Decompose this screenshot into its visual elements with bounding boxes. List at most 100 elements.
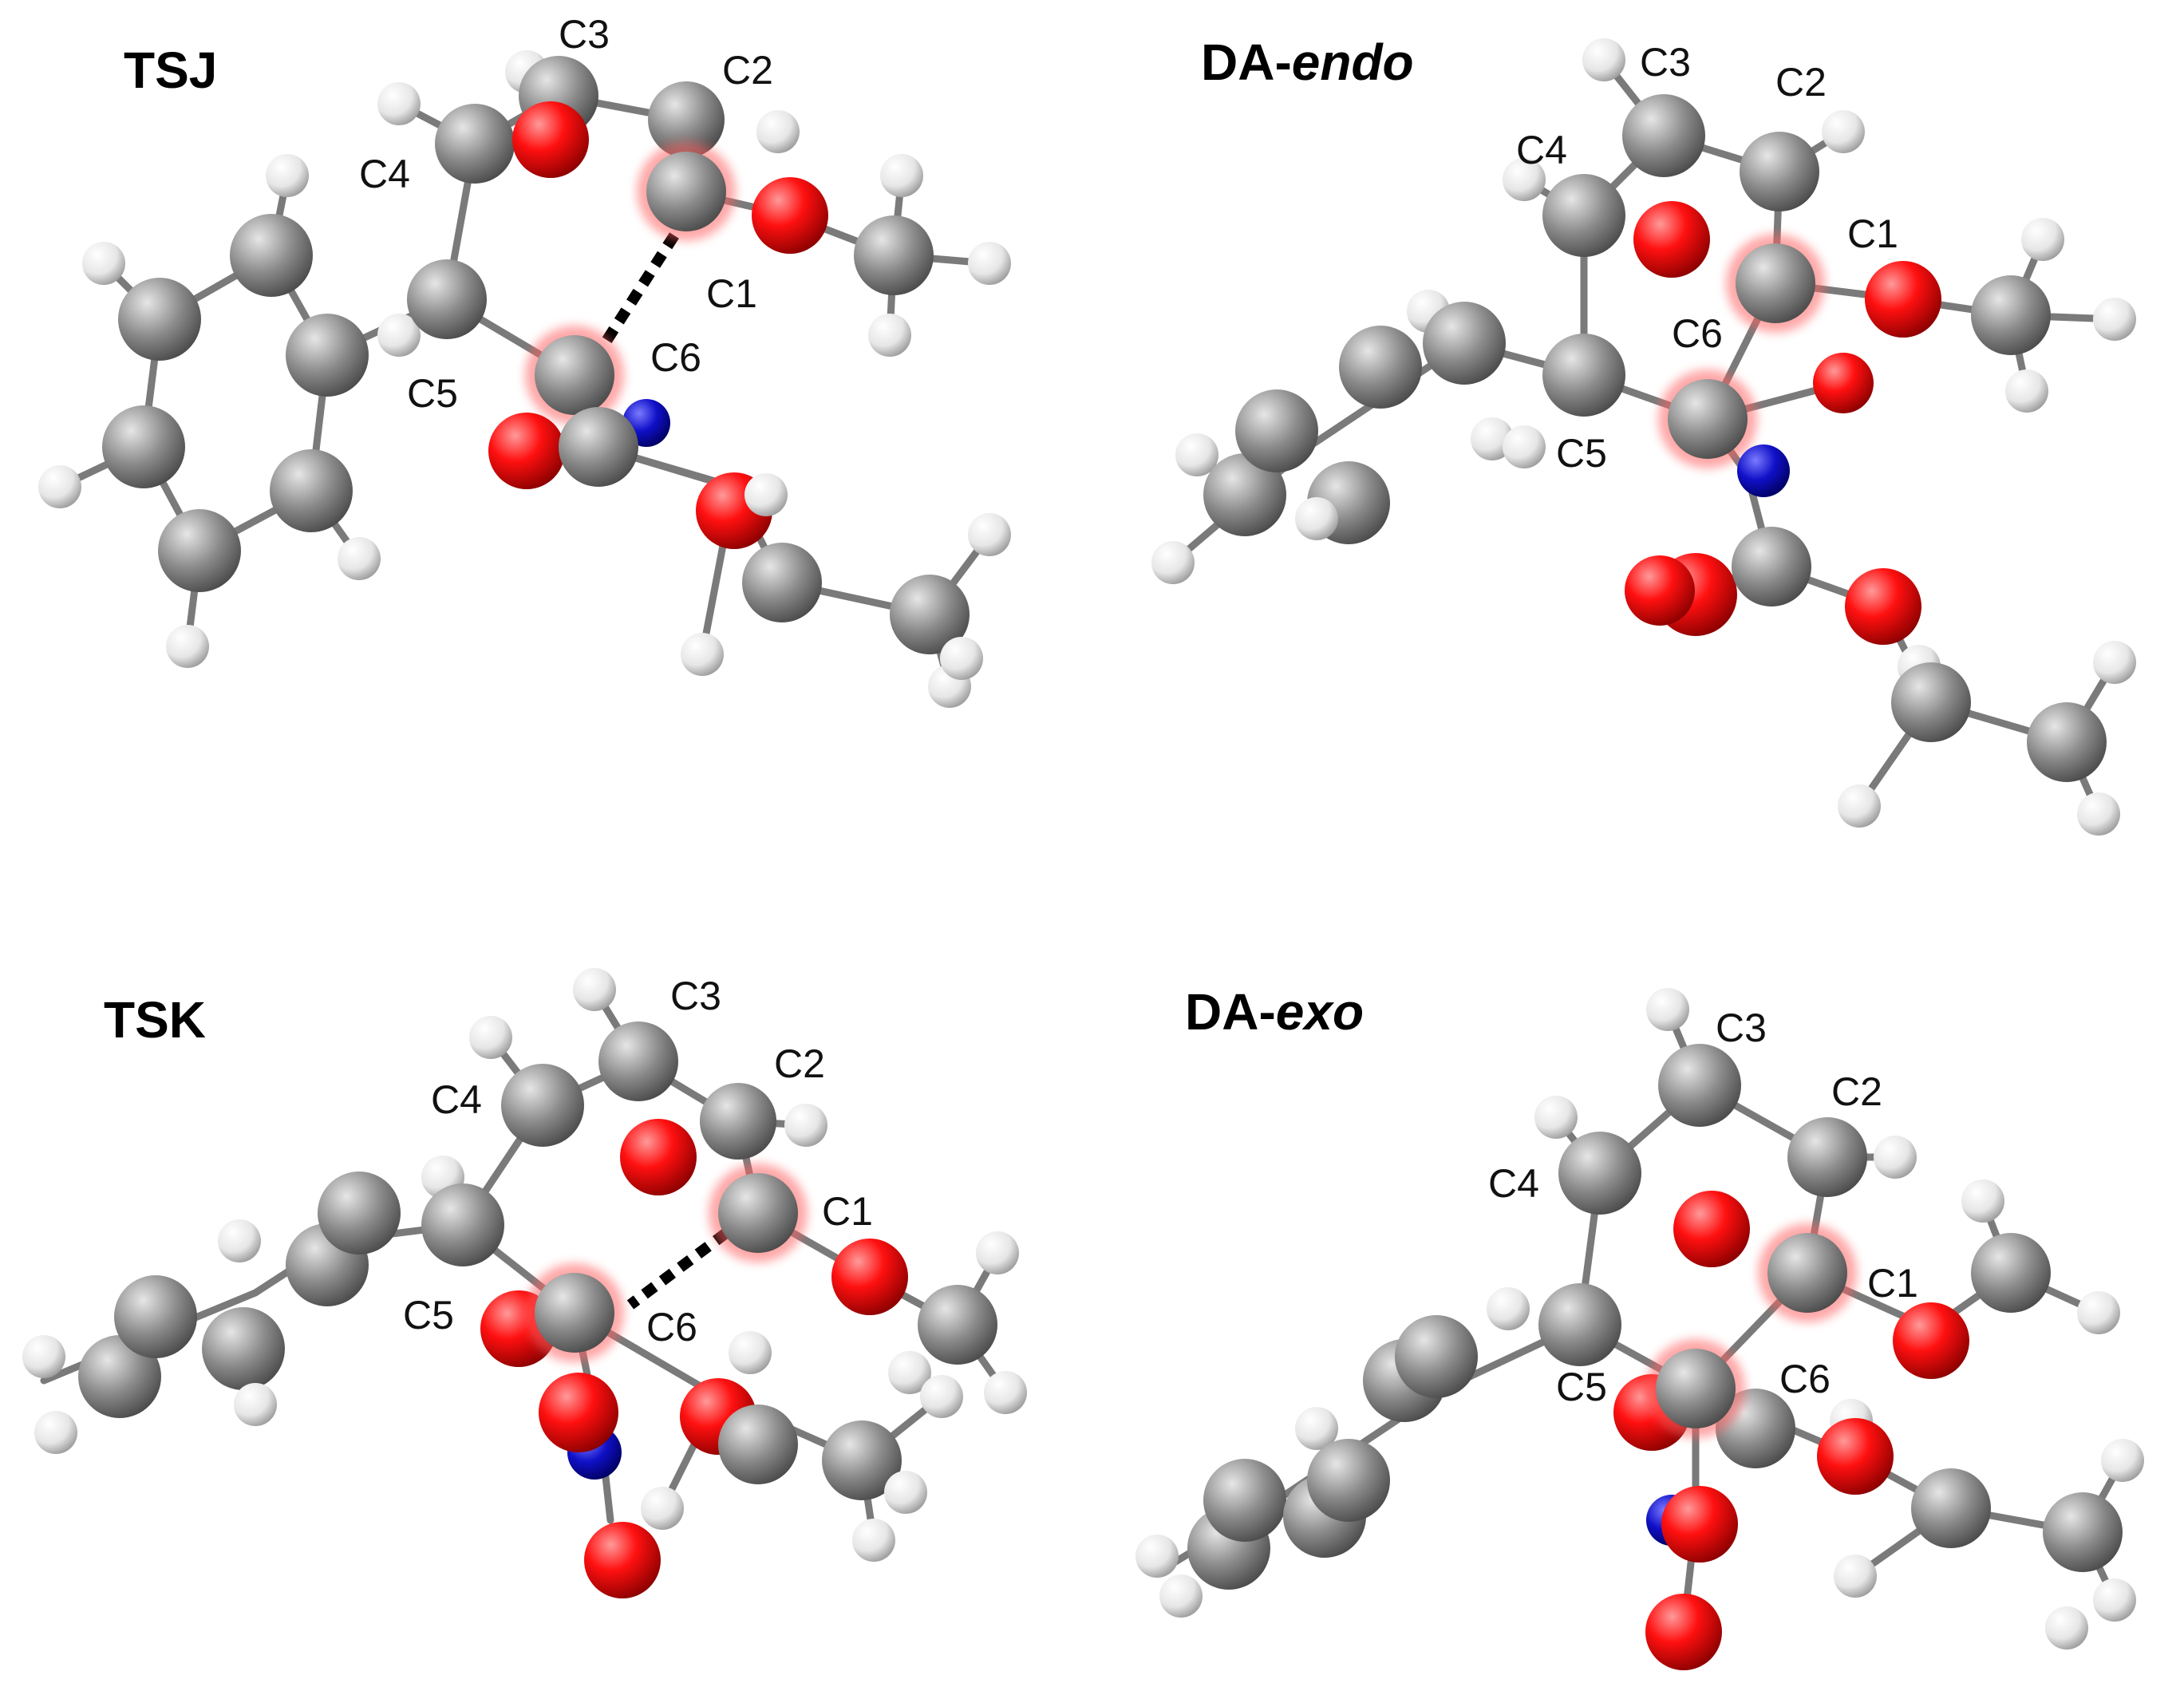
- panel-title-tsk: TSK: [104, 991, 206, 1049]
- hydrogen-atom: [38, 465, 81, 508]
- hydrogen-atom: [2093, 1578, 2136, 1622]
- carbon-atom: [158, 509, 241, 592]
- label-c2: C2: [1775, 60, 1827, 105]
- label-c2: C2: [1831, 1069, 1882, 1114]
- label-c3: C3: [1640, 40, 1691, 85]
- hydrogen-atom: [2005, 369, 2048, 413]
- forming-bond-tsj: [598, 232, 679, 350]
- hydrogen-atom: [234, 1383, 277, 1426]
- carbon-atom-c2: [700, 1083, 776, 1160]
- carbon-atom-c5: [421, 1183, 504, 1266]
- carbon-atom-c4: [1558, 1132, 1641, 1215]
- label-c4: C4: [359, 152, 410, 196]
- hydrogen-atom: [940, 637, 983, 680]
- hydrogen-atom: [82, 242, 125, 285]
- carbon-atom: [1203, 453, 1286, 536]
- carbon-atom-c1: [718, 1173, 798, 1253]
- carbon-atom: [114, 1275, 197, 1358]
- hydrogen-atom: [2077, 1291, 2120, 1334]
- carbon-atom-c2: [1787, 1117, 1867, 1197]
- hydrogen-atom: [469, 1016, 512, 1059]
- hydrogen-atom: [573, 968, 616, 1011]
- carbon-atom: [1971, 275, 2051, 355]
- hydrogen-atom: [1838, 784, 1881, 828]
- bonds-tsj: [56, 92, 993, 690]
- hydrogen-atom: [1646, 988, 1689, 1031]
- hydrogen-atom: [1503, 158, 1546, 201]
- carbon-atom-c5: [1538, 1283, 1621, 1366]
- hydrogen-atom: [984, 1371, 1027, 1414]
- carbon-atom-c1: [646, 152, 726, 231]
- carbon-atom-c1: [1767, 1233, 1847, 1313]
- carbon-atom-c4: [1542, 174, 1625, 257]
- carbon-atom-c2: [648, 81, 725, 158]
- label-c1: C1: [1847, 211, 1898, 256]
- hydrogen-atom: [2021, 218, 2064, 261]
- atom-labels-tsj: C3 C2 C4 C1 C6 C5: [359, 12, 773, 416]
- oxygen-atom: [584, 1522, 661, 1598]
- carbon-atom-c2: [1740, 132, 1819, 211]
- label-c4: C4: [1516, 128, 1567, 172]
- carbon-atom-c5: [1542, 334, 1625, 417]
- hydrogen-atom: [968, 242, 1011, 285]
- hydrogen-atom: [377, 314, 421, 357]
- label-c4: C4: [1488, 1161, 1539, 1206]
- carbon-atom: [918, 1285, 997, 1365]
- hydrogen-atom: [2093, 641, 2136, 684]
- carbon-atom-c6: [535, 335, 614, 415]
- hydrogen-atom: [729, 1331, 772, 1374]
- atoms-da-exo: [1135, 988, 2144, 1670]
- label-c1: C1: [1867, 1261, 1918, 1306]
- carbon-atom: [1235, 389, 1318, 472]
- oxygen-atom: [1813, 353, 1874, 413]
- carbon-atom: [2043, 1492, 2123, 1572]
- oxygen-atom: [1633, 201, 1710, 278]
- hydrogen-atom: [888, 1351, 931, 1394]
- label-c6: C6: [646, 1305, 697, 1349]
- oxygen-atom: [1645, 1594, 1722, 1670]
- carbon-atom-c3: [1658, 1044, 1741, 1127]
- hydrogen-atom: [1534, 1096, 1578, 1139]
- label-c6: C6: [1779, 1357, 1831, 1401]
- panel-tsj: TSJ: [38, 12, 1011, 708]
- panel-title-tsj: TSJ: [124, 41, 217, 99]
- label-c6: C6: [650, 335, 701, 380]
- carbon-atom-c6: [1656, 1349, 1736, 1428]
- label-c6: C6: [1672, 311, 1723, 356]
- carbon-atom: [1395, 1315, 1478, 1398]
- carbon-atom: [1891, 662, 1971, 742]
- label-c2: C2: [722, 48, 773, 93]
- oxygen-atom: [1673, 1191, 1750, 1267]
- atoms-tsj: [38, 50, 1011, 708]
- panel-da-endo: DA-endo: [1151, 34, 2136, 836]
- nitrogen-atom: [1737, 444, 1790, 497]
- atoms-da-endo: [1151, 38, 2136, 836]
- hydrogen-atom: [1135, 1535, 1179, 1578]
- carbon-atom: [718, 1405, 798, 1484]
- label-c3: C3: [559, 12, 610, 57]
- carbon-atom: [822, 1420, 902, 1500]
- hydrogen-atom: [266, 154, 309, 197]
- carbon-atom: [78, 1335, 161, 1418]
- hydrogen-atom: [1961, 1179, 2004, 1223]
- oxygen-atom: [1893, 1302, 1969, 1379]
- oxygen-atom: [752, 177, 828, 254]
- hydrogen-atom: [976, 1231, 1019, 1274]
- oxygen-atom: [831, 1239, 908, 1315]
- carbon-atom: [742, 543, 822, 622]
- hydrogen-atom: [756, 110, 800, 153]
- hydrogen-atom: [968, 513, 1011, 556]
- hydrogen-atom: [784, 1104, 827, 1147]
- label-c4: C4: [431, 1077, 482, 1122]
- label-c5: C5: [407, 371, 458, 416]
- oxygen-atom: [512, 101, 589, 178]
- hydrogen-atom: [1822, 110, 1865, 153]
- label-c5: C5: [1556, 431, 1607, 476]
- panel-tsk: TSK: [22, 968, 1027, 1598]
- carbon-atom-c3: [1622, 94, 1705, 177]
- hydrogen-atom: [1874, 1136, 1917, 1179]
- oxygen-atom: [488, 413, 565, 489]
- hydrogen-atom: [2093, 298, 2136, 341]
- hydrogen-atom: [34, 1411, 77, 1454]
